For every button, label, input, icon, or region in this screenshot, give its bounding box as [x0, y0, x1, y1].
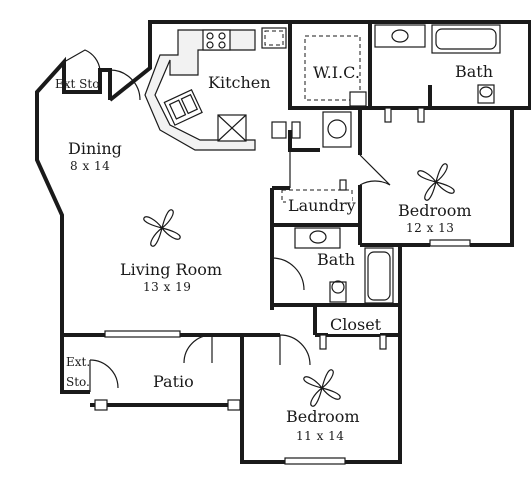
toilet-icon: [329, 281, 347, 303]
water-heater-icon: [322, 111, 352, 148]
exterior-walls: [35, 20, 531, 464]
room-label-ext-storage-top: Ext Sto.: [55, 77, 103, 91]
kitchen-counter: [144, 27, 301, 151]
windows: [94, 107, 471, 465]
ceiling-fan-icon: [143, 209, 181, 247]
doors: [63, 49, 391, 392]
room-dim-bedroom-right: 12 x 13: [406, 221, 454, 235]
room-label-ext-storage-bottom-line1: Ext.: [66, 355, 90, 369]
sink-icon: [374, 24, 426, 48]
room-label-bedroom-right: Bedroom: [398, 201, 472, 220]
ceiling-fan-icon: [417, 163, 455, 201]
bathtub-icon: [431, 24, 501, 54]
room-label-kitchen: Kitchen: [208, 73, 271, 92]
room-label-bath-top: Bath: [455, 62, 493, 81]
wic-shelving: [304, 35, 361, 101]
room-dim-living-room: 13 x 19: [143, 280, 191, 294]
room-dim-dining: 8 x 14: [70, 159, 110, 173]
stove-icon: [202, 29, 231, 51]
room-label-bath-mid: Bath: [317, 250, 355, 269]
room-label-ext-storage-bottom-line2: Sto.: [66, 375, 90, 389]
room-label-laundry: Laundry: [288, 196, 356, 215]
room-label-patio: Patio: [153, 372, 194, 391]
room-label-wic: W.I.C.: [313, 63, 360, 82]
room-label-bedroom-bottom: Bedroom: [286, 407, 360, 426]
sink-icon: [294, 227, 341, 249]
room-label-living-room: Living Room: [120, 260, 222, 279]
laundry-shelf: [281, 189, 353, 203]
ceiling-fan-icon: [303, 369, 341, 407]
refrigerator-icon: [261, 27, 287, 49]
bath-mid-fixtures: [294, 227, 394, 304]
bathtub-icon: [364, 247, 394, 304]
bath-top-fixtures: [374, 24, 501, 104]
room-dim-bedroom-bottom: 11 x 14: [296, 429, 344, 443]
room-label-dining: Dining: [68, 139, 122, 158]
room-label-closet: Closet: [330, 315, 382, 334]
toilet-icon: [477, 84, 495, 104]
